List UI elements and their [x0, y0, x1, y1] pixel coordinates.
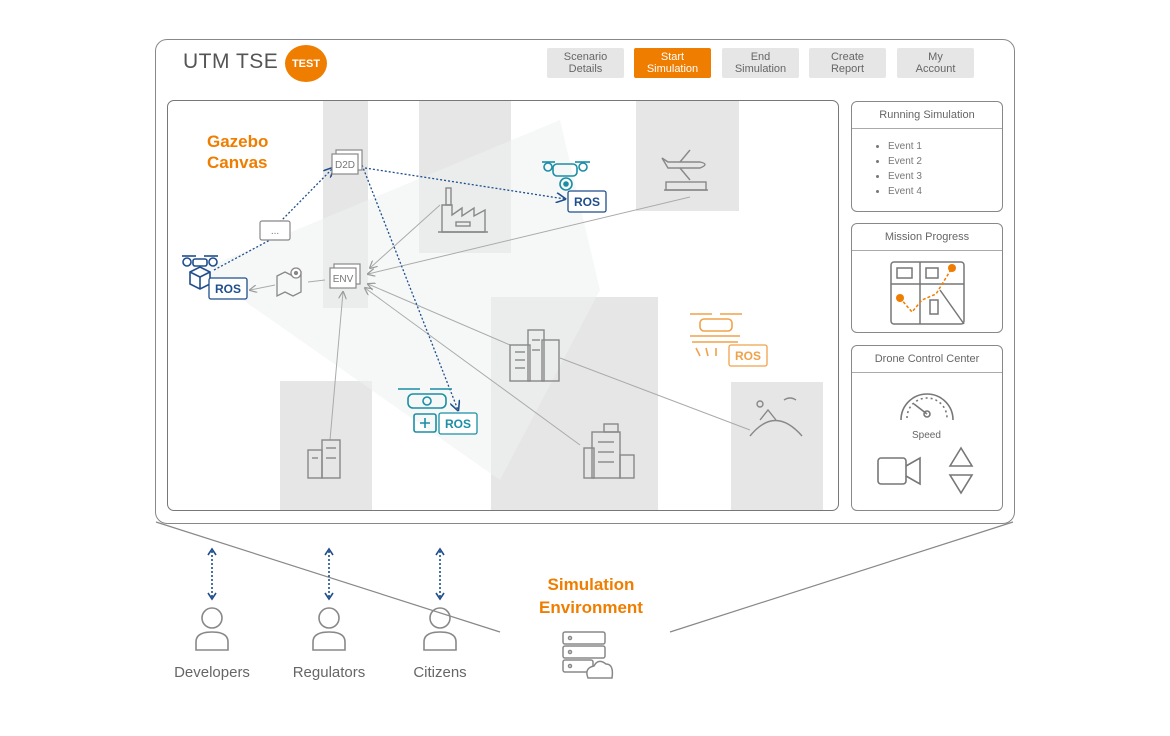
- gazebo-canvas-title: Gazebo Canvas: [207, 131, 268, 173]
- app-logo-text: UTM TSE: [183, 50, 279, 73]
- nav-label-line2: Report: [830, 63, 865, 75]
- event-item[interactable]: Event 3: [888, 169, 1002, 184]
- panel-title: Drone Control Center: [852, 346, 1002, 373]
- connector-line: [365, 288, 581, 446]
- test-badge: TEST: [285, 45, 327, 82]
- panel-title: Mission Progress: [852, 224, 1002, 251]
- ros-label: ROS: [735, 349, 761, 363]
- comm-line: [279, 168, 333, 223]
- funnel-line-left: [155, 521, 501, 633]
- ros-label: ROS: [574, 195, 600, 209]
- drone-control-center-panel: Drone Control Center: [851, 345, 1003, 511]
- city-buildings-icon: [509, 329, 560, 382]
- server-cloud-icon: [562, 631, 614, 679]
- building-block: [280, 381, 372, 510]
- airport-icon: [661, 149, 708, 191]
- ros-label: ROS: [215, 282, 241, 296]
- gazebo-title-line1: Gazebo: [207, 132, 269, 151]
- simulation-environment-title: Simulation Environment: [526, 573, 656, 619]
- connector-line: [307, 279, 326, 283]
- event-item[interactable]: Event 4: [888, 184, 1002, 199]
- ros-badge: ROS: [567, 190, 607, 213]
- gazebo-title-line2: Canvas: [207, 153, 268, 172]
- nav-label-line2: Details: [568, 63, 603, 75]
- nav-label-line1: Start: [660, 51, 685, 63]
- env-node[interactable]: ENV: [329, 263, 361, 289]
- ros-label: ROS: [445, 417, 471, 431]
- running-simulation-panel: Running Simulation Event 1 Event 2 Event…: [851, 101, 1003, 212]
- nav-label-line1: My: [928, 51, 943, 63]
- connector-line: [368, 284, 511, 346]
- medical-drone-icon: [398, 388, 452, 433]
- connector-line: [368, 196, 691, 274]
- event-item[interactable]: Event 2: [888, 154, 1002, 169]
- camera-drone-icon: [542, 161, 590, 191]
- office-tower-icon: [583, 423, 635, 479]
- mission-progress-panel: Mission Progress: [851, 223, 1003, 333]
- altitude-up-icon[interactable]: [948, 446, 974, 467]
- d2d-label: D2D: [335, 160, 355, 171]
- video-camera-icon[interactable]: [877, 456, 921, 486]
- ros-badge: ROS: [208, 277, 248, 300]
- connector-line: [370, 204, 441, 268]
- comm-line: [213, 239, 271, 271]
- ros-badge: ROS: [438, 412, 478, 435]
- citizen-user-icon: [423, 547, 457, 651]
- d2d-node[interactable]: D2D: [331, 149, 363, 175]
- connector-line: [329, 292, 343, 441]
- speedometer-icon: [900, 393, 954, 421]
- map-pin-icon: [276, 267, 302, 298]
- nav-label-line2: Simulation: [734, 63, 787, 75]
- gazebo-canvas[interactable]: [167, 100, 839, 511]
- citizens-label: Citizens: [413, 664, 467, 681]
- connector-line: [559, 357, 751, 431]
- developer-user-icon: [195, 547, 229, 651]
- sim-env-line2: Environment: [539, 598, 643, 617]
- nav-label-line2: Account: [915, 63, 956, 75]
- comm-line: [364, 167, 565, 199]
- env-label: ENV: [333, 274, 354, 285]
- nav-label-line1: Create: [830, 51, 865, 63]
- funnel-line-right: [669, 521, 1014, 633]
- panel-title: Running Simulation: [852, 102, 1002, 129]
- ros-badge: ROS: [728, 344, 768, 367]
- sim-env-line1: Simulation: [547, 575, 635, 594]
- nav-label-line1: Scenario: [563, 51, 608, 63]
- altitude-down-icon[interactable]: [948, 474, 974, 495]
- developers-label: Developers: [174, 664, 250, 681]
- speed-label: Speed: [912, 430, 941, 441]
- event-list: Event 1 Event 2 Event 3 Event 4: [888, 139, 1002, 199]
- factory-icon: [438, 187, 488, 233]
- mission-map-icon: [890, 261, 965, 325]
- building-block: [731, 382, 823, 510]
- house-building-icon: [307, 439, 341, 479]
- landscape-icon: [749, 397, 803, 437]
- spray-drone-icon: [690, 313, 742, 357]
- message-label: ...: [271, 226, 279, 237]
- regulators-label: Regulators: [292, 664, 366, 681]
- nav-label-line1: End: [750, 51, 771, 63]
- message-bubble-icon: ...: [259, 220, 291, 241]
- connector-line: [250, 284, 276, 290]
- nav-label-line2: Simulation: [646, 63, 699, 75]
- sensor-beam: [200, 120, 600, 480]
- regulator-user-icon: [312, 547, 346, 651]
- event-item[interactable]: Event 1: [888, 139, 1002, 154]
- building-block: [636, 101, 739, 211]
